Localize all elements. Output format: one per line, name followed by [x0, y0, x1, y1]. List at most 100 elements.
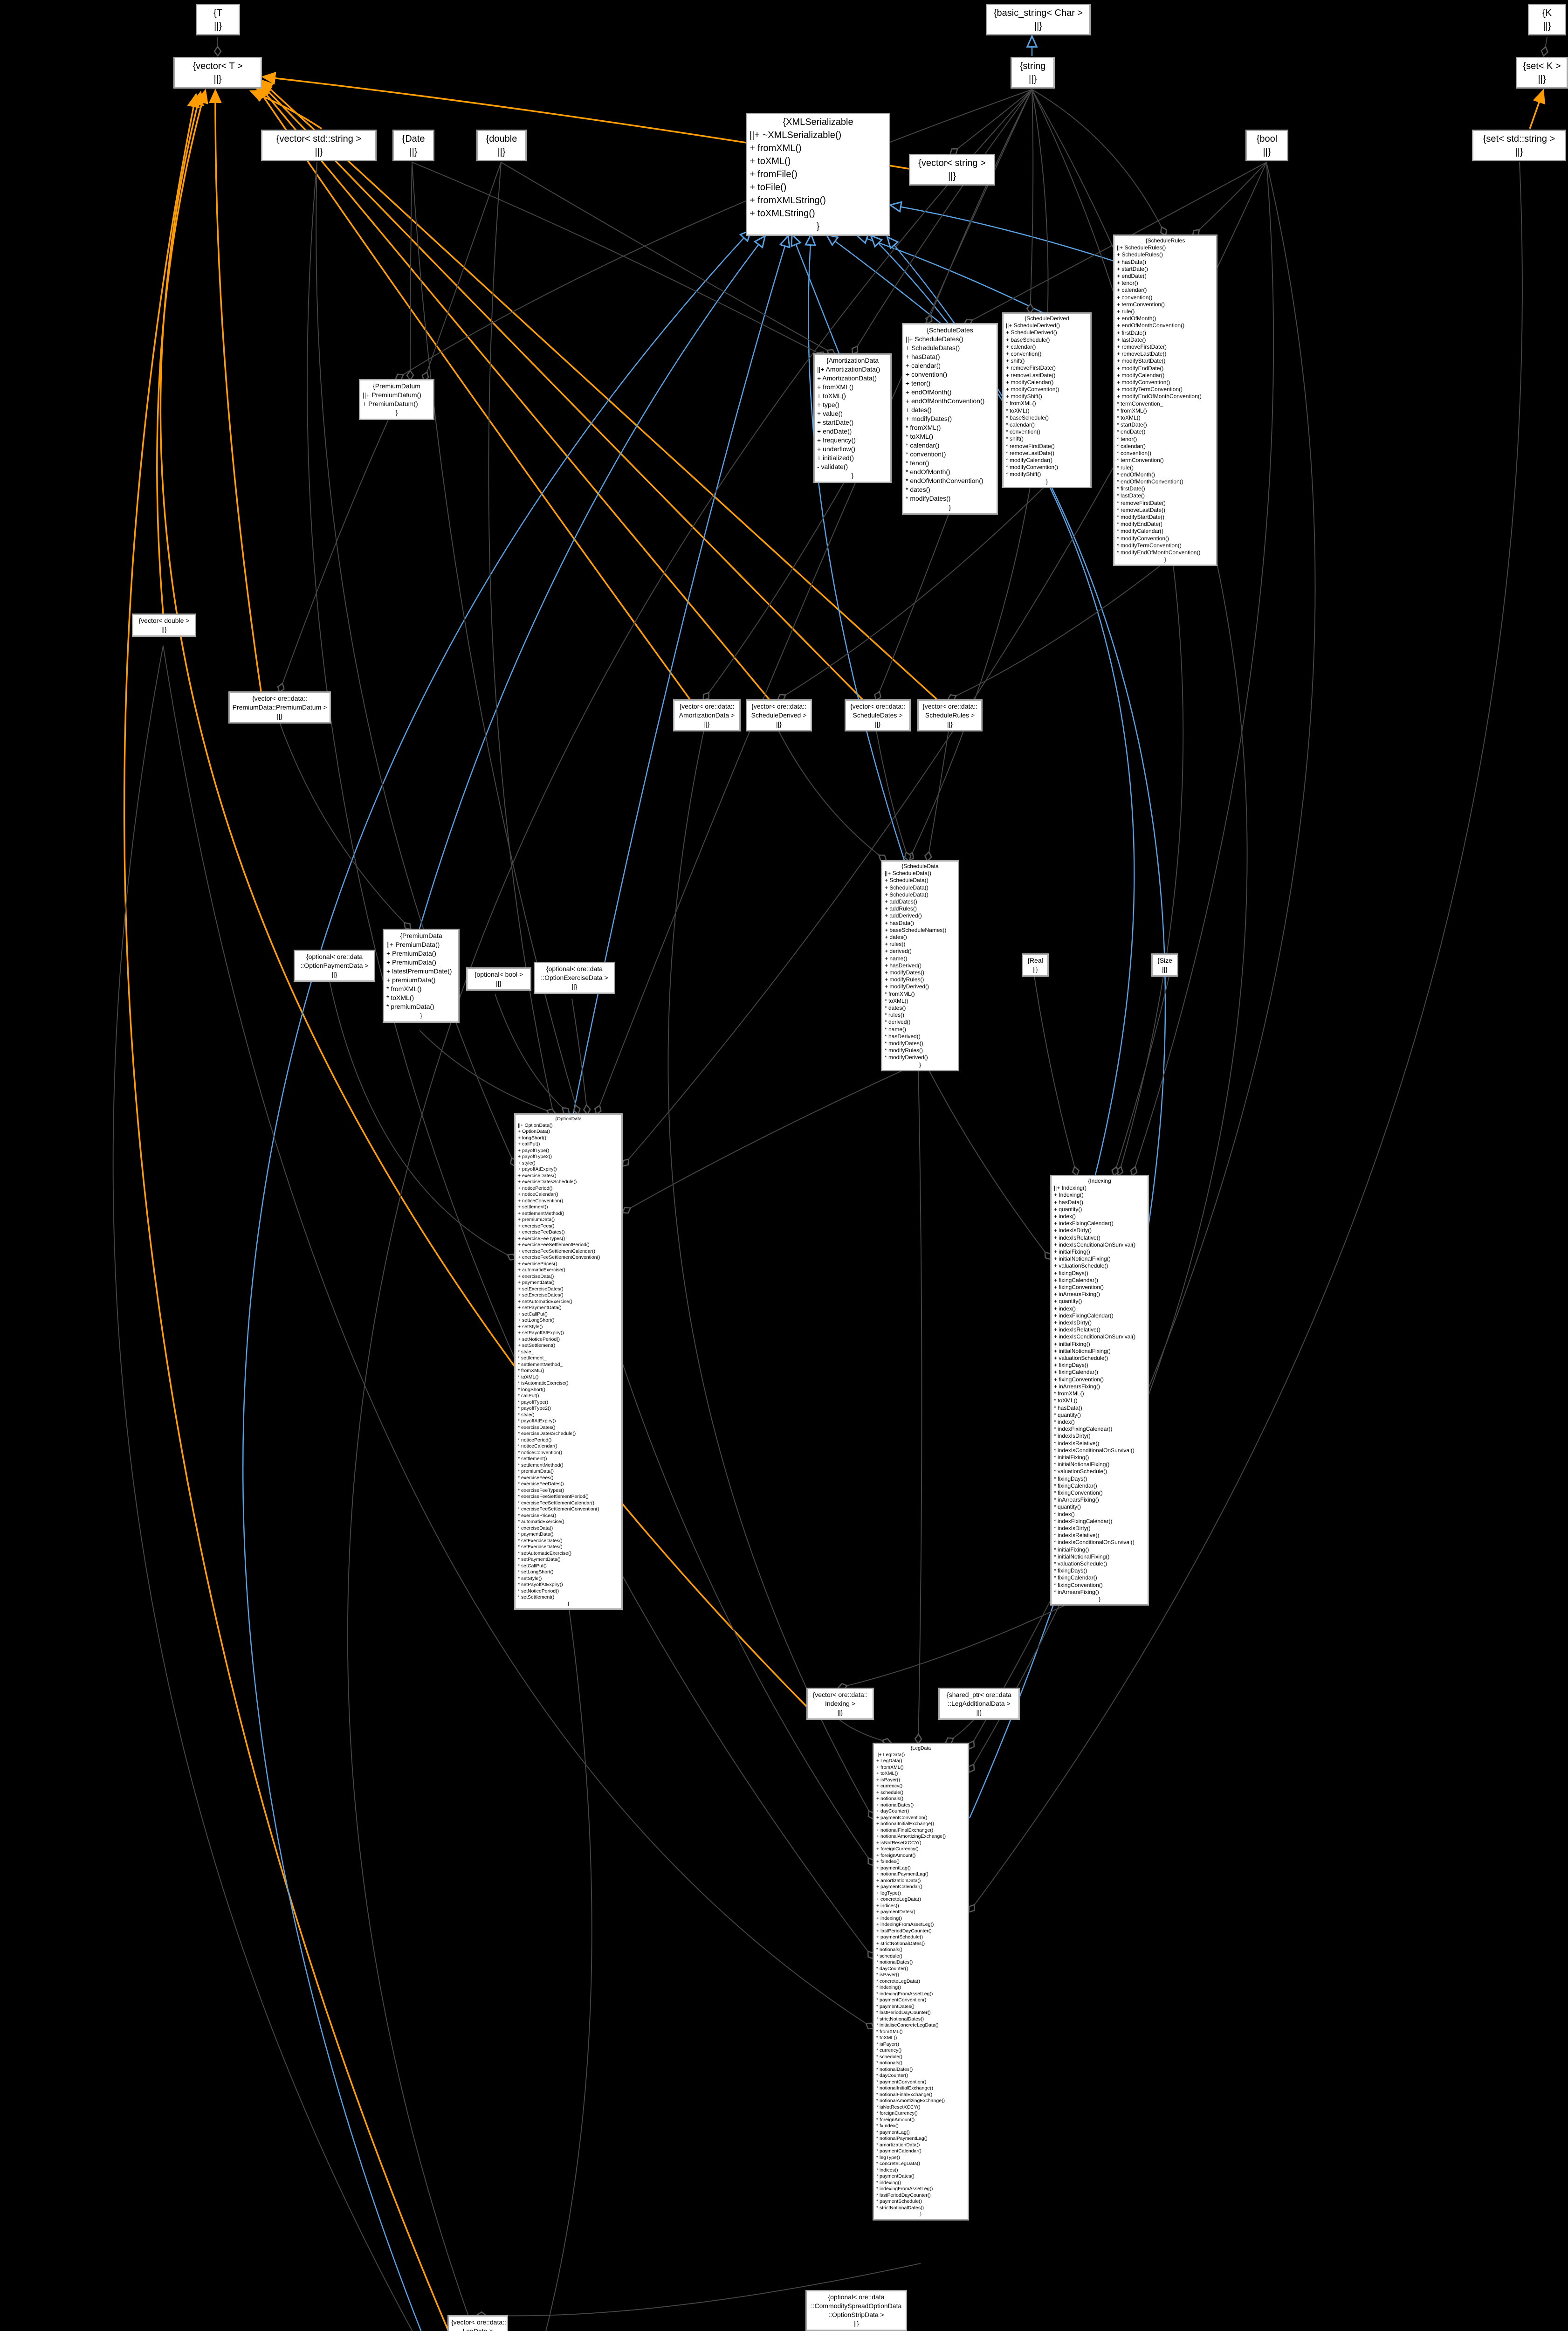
node-member-line: * settlementMethod()	[518, 1462, 564, 1468]
node-member-line: + longShort()	[518, 1135, 546, 1141]
node-member-line: + ScheduleData()	[885, 884, 928, 891]
node-member-line: + dates()	[885, 934, 907, 941]
node-member-line: * termConvention_	[1117, 400, 1163, 407]
class-node-K[interactable]: {K||}	[1528, 4, 1566, 35]
node-title-line: {vector< ore::data::	[812, 1691, 868, 1698]
node-member-line: ||}	[1162, 966, 1168, 973]
node-member-line: * tenor()	[906, 459, 929, 467]
class-node-XMLSerializable[interactable]: {XMLSerializable||+ ~XMLSerializable()+ …	[746, 113, 890, 236]
node-title-line: ::LegAdditionalData >	[948, 1700, 1011, 1707]
node-title-line: {vector< ore::data::	[679, 703, 735, 710]
class-node-vector-indexing[interactable]: {vector< ore::data::Indexing >||}	[806, 1688, 874, 1720]
node-member-line: + toFile()	[750, 182, 787, 193]
node-member-line: * valuationSchedule()	[1054, 1560, 1107, 1567]
node-title-line: {ScheduleData	[901, 863, 939, 869]
node-member-line: * concreteLegData()	[876, 1978, 920, 1984]
class-node-PremiumDatum[interactable]: {PremiumDatum||+ PremiumDatum()+ Premium…	[359, 379, 434, 420]
class-node-Size[interactable]: {Size||}	[1151, 953, 1178, 977]
node-member-line: + indexIsDirty()	[1054, 1319, 1092, 1326]
node-member-line: * exerciseFees()	[518, 1475, 554, 1481]
class-node-string[interactable]: {string||}	[1011, 57, 1055, 89]
node-member-line: * convention()	[1117, 450, 1152, 457]
node-member-line: + calendar()	[1117, 287, 1147, 294]
class-node-vector-amortization-data[interactable]: {vector< ore::data::AmortizationData >||…	[673, 699, 741, 731]
class-node-set-K[interactable]: {set< K >||}	[1516, 57, 1568, 89]
class-node-basic-string-char[interactable]: {basic_string< Char >||}	[986, 4, 1091, 35]
class-node-T[interactable]: {T||}	[196, 4, 240, 35]
node-title-line: {OptionData	[555, 1116, 582, 1122]
node-member-line: + notionalFinalExchange()	[876, 1827, 934, 1833]
node-member-line: + AmortizationData()	[817, 374, 877, 382]
node-member-line: * modifyCalendar()	[1006, 457, 1053, 464]
node-member-line: ||}	[1034, 21, 1043, 31]
class-node-optional-option-payment-data[interactable]: {optional< ore::data::OptionPaymentData …	[294, 950, 375, 982]
node-member-line: + addDates()	[885, 898, 917, 905]
node-member-line: + startDate()	[1117, 265, 1148, 272]
node-member-line: + indexIsConditionalOnSurvival()	[1054, 1333, 1136, 1340]
edge	[260, 83, 863, 700]
edge	[307, 162, 873, 1958]
node-title-line: PremiumData::PremiumDatum >	[232, 703, 327, 711]
class-node-vector-T[interactable]: {vector< T >||}	[173, 57, 262, 89]
node-member-line: + fixingCalendar()	[1054, 1369, 1099, 1376]
class-node-ScheduleData[interactable]: {ScheduleData||+ ScheduleData() + Schedul…	[881, 860, 959, 1071]
class-node-vector-premium-datum[interactable]: {vector< ore::data::PremiumData::Premium…	[228, 691, 331, 724]
class-node-Date[interactable]: {Date||}	[392, 130, 434, 161]
class-node-vector-schedule-derived[interactable]: {vector< ore::data::ScheduleDerived >||}	[746, 699, 812, 731]
node-member-line: + OptionData()	[518, 1129, 550, 1134]
class-node-double[interactable]: {double||}	[476, 130, 527, 161]
node-title-line: ::OptionExerciseData >	[541, 974, 608, 981]
node-member-line: + endDate()	[817, 428, 852, 435]
node-member-line: + setPayoffAtExpiry()	[518, 1330, 564, 1336]
node-member-line: ||}	[1538, 74, 1546, 84]
class-node-Real[interactable]: {Real||}	[1022, 953, 1049, 977]
node-member-line: + Indexing()	[1054, 1192, 1084, 1199]
node-member-line: + setCallPut()	[518, 1311, 548, 1317]
node-member-line: ||+ ScheduleDates()	[906, 335, 963, 343]
node-member-line: }	[1098, 1595, 1100, 1602]
node-member-line: + legType()	[876, 1890, 901, 1896]
node-member-line: * removeFirstDate()	[1006, 442, 1055, 449]
class-node-optional-bool[interactable]: {optional< bool >||}	[466, 967, 531, 991]
node-member-line: + initialFixing()	[1054, 1340, 1090, 1347]
node-member-line: * initialFixing()	[1054, 1454, 1089, 1461]
class-node-vector-leg-data[interactable]: {vector< ore::data::LegData >||}	[447, 2315, 508, 2331]
class-node-bool[interactable]: {bool||}	[1245, 130, 1288, 161]
class-node-Indexing[interactable]: {Indexing||+ Indexing()+ Indexing()+ has…	[1050, 1175, 1149, 1606]
class-node-optional-option-exercise-data[interactable]: {optional< ore::data::OptionExerciseData…	[534, 962, 615, 994]
class-node-vector-double[interactable]: {vector< double >||}	[132, 614, 196, 637]
node-member-line: + toXML()	[876, 1771, 898, 1776]
edge	[1193, 162, 1267, 235]
edge	[112, 645, 413, 2331]
node-member-line: + ScheduleData()	[885, 891, 928, 898]
class-node-vector-schedule-rules[interactable]: {vector< ore::data::ScheduleRules >||}	[917, 699, 983, 731]
class-node-shared-ptr-leg-additional-data[interactable]: {shared_ptr< ore::data::LegAdditionalDat…	[938, 1688, 1020, 1720]
node-member-line: * initialiseConcreteLegData()	[876, 2022, 939, 2028]
node-member-line: }	[567, 1600, 570, 1607]
node-member-line: + addDerived()	[885, 912, 922, 919]
node-member-line: + foreignAmount()	[876, 1852, 916, 1858]
class-node-vector-string[interactable]: {vector< string >||}	[909, 154, 995, 186]
node-member-line: * hasDerived()	[885, 1033, 921, 1040]
class-node-optional-option-strip-data[interactable]: {optional< ore::data::CommoditySpreadOpt…	[805, 2290, 907, 2331]
class-node-ScheduleDerived[interactable]: {ScheduleDerived||+ ScheduleDerived()+ S…	[1002, 312, 1092, 488]
node-member-line: + premiumData()	[518, 1217, 555, 1222]
node-member-line: + initialNotionalFixing()	[1054, 1255, 1111, 1262]
class-node-ScheduleRules[interactable]: {ScheduleRules||+ ScheduleRules()+ Sched…	[1113, 234, 1217, 566]
node-member-line: }	[949, 503, 951, 511]
class-node-AmortizationData[interactable]: {AmortizationData||+ AmortizationData()+…	[813, 353, 892, 483]
node-member-line: + lastDate()	[1117, 336, 1146, 343]
class-node-ScheduleDates[interactable]: {ScheduleDates||+ ScheduleDates()+ Sched…	[902, 323, 998, 515]
node-member-line: + payoffType()	[518, 1147, 550, 1153]
node-member-line: ||}	[213, 74, 222, 84]
class-node-set-std-string[interactable]: {set< std::string >||}	[1472, 130, 1566, 161]
class-node-OptionData[interactable]: {OptionData||+ OptionData()+ OptionData(…	[514, 1113, 623, 1610]
class-node-PremiumData[interactable]: {PremiumData||+ PremiumData()+ PremiumDa…	[383, 929, 460, 1023]
class-node-LegData[interactable]: {LegData||+ LegData()+ LegData()+ fromXM…	[873, 1743, 969, 2221]
node-member-line: ||}	[976, 1709, 982, 1716]
node-member-line: ||+ ScheduleData()	[885, 870, 931, 877]
node-member-line: + exerciseFeeDates()	[518, 1229, 565, 1235]
node-member-line: + modifyStartDate()	[1117, 358, 1166, 365]
class-node-vector-std-string[interactable]: {vector< std::string >||}	[261, 130, 377, 161]
class-node-vector-schedule-dates[interactable]: {vector< ore::data::ScheduleDates >||}	[845, 699, 911, 731]
